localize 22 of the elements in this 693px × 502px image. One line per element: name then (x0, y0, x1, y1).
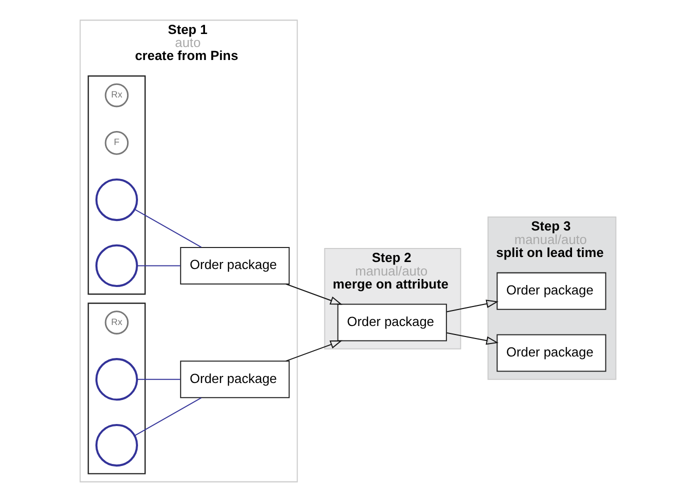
arrow (285, 340, 342, 362)
node-box: Order package (496, 334, 606, 372)
node-box: Order package (496, 272, 606, 310)
node-box: Order package (180, 246, 290, 284)
connector (136, 265, 180, 266)
node-circle: Rx (104, 310, 128, 334)
node-circle: F (104, 131, 128, 155)
node-circle (94, 244, 138, 288)
connector (136, 378, 180, 380)
node-circle: Rx (104, 83, 128, 108)
connector (134, 397, 202, 436)
arrow (446, 300, 498, 312)
arrow (446, 332, 498, 345)
cluster (87, 302, 146, 474)
node-circle (94, 358, 138, 401)
connector (134, 209, 202, 248)
node-box: Order package (336, 304, 446, 342)
node-circle (94, 424, 138, 467)
node-box: Order package (180, 360, 290, 398)
cluster (87, 75, 146, 295)
arrow (285, 284, 342, 305)
node-circle (94, 178, 138, 222)
